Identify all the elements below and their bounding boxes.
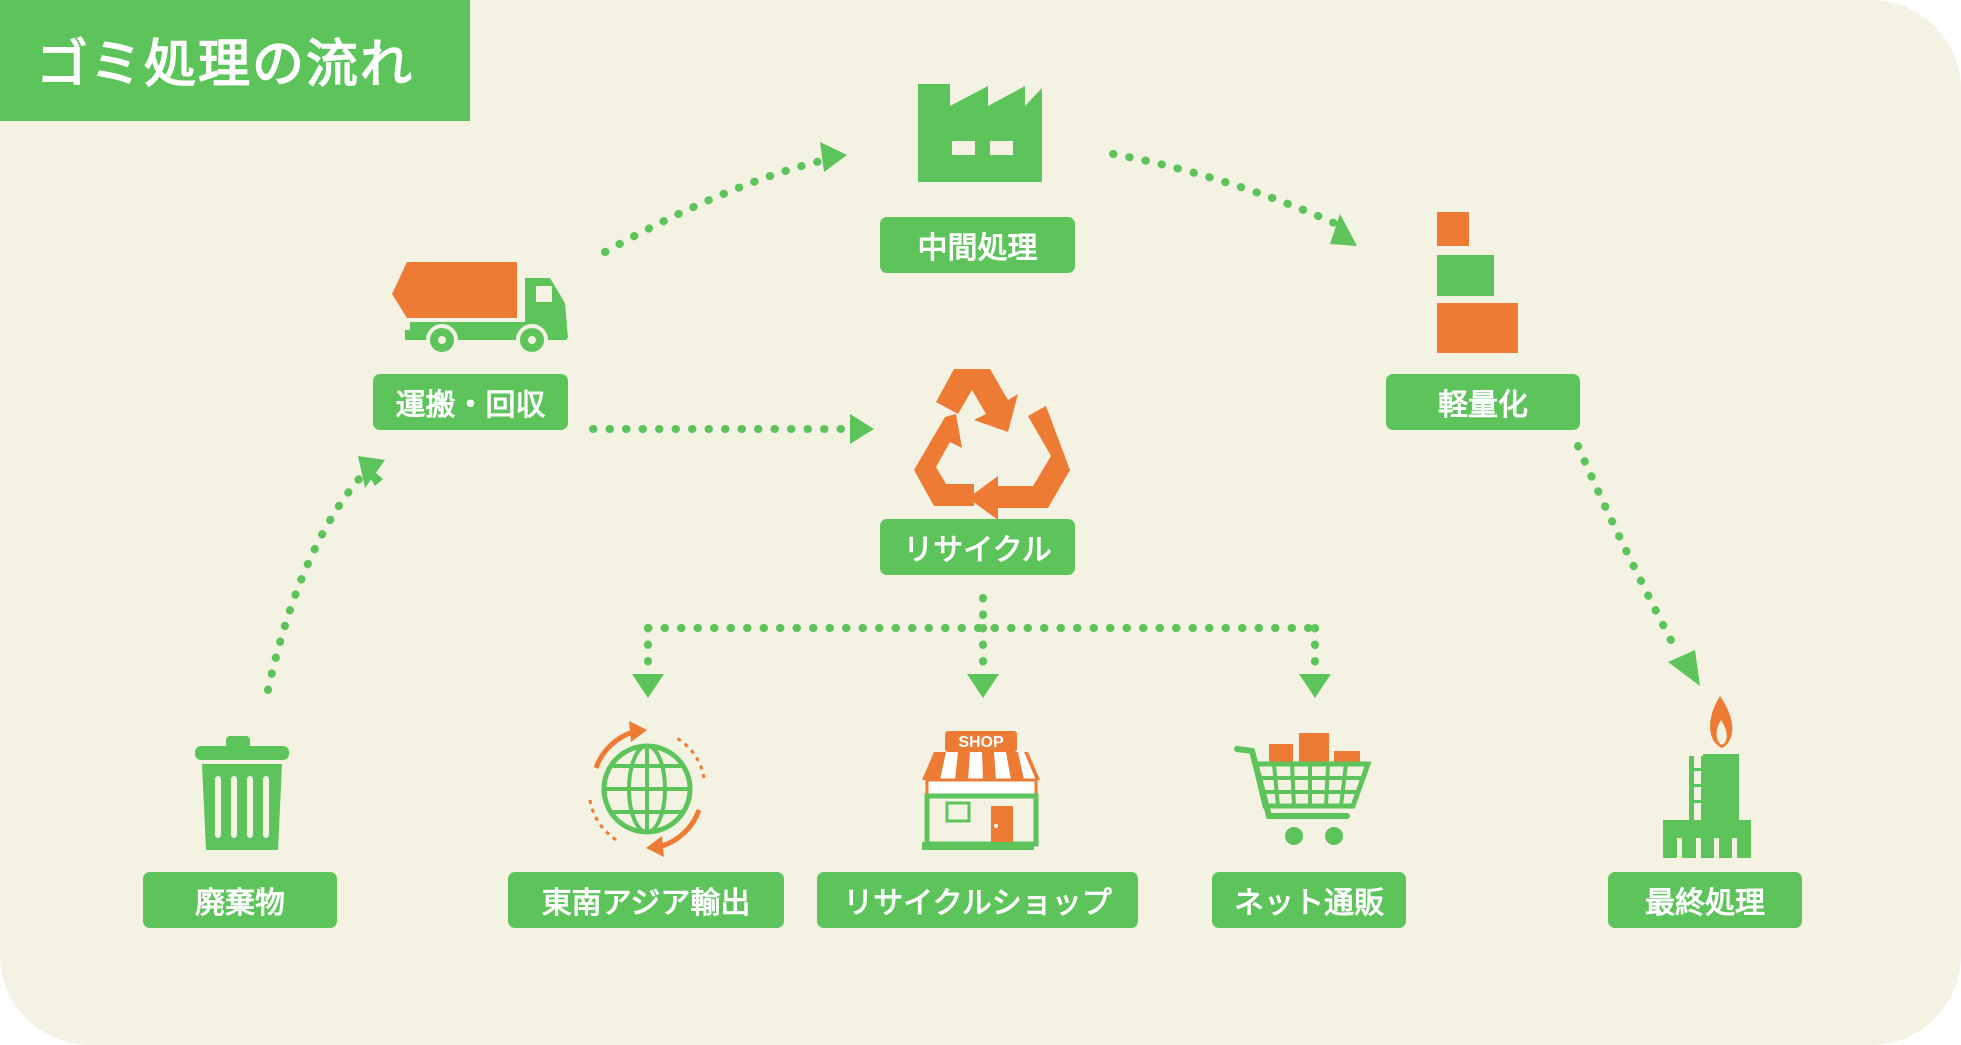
truck-icon	[392, 262, 568, 356]
arrow-intermediate-to-reduction	[1109, 150, 1349, 232]
arrow-heads	[358, 142, 1700, 698]
label-waste: 廃棄物	[143, 872, 337, 928]
label-intermediate: 中間処理	[880, 217, 1075, 273]
arrowhead-to-export	[632, 674, 664, 698]
shopping-cart-icon	[1234, 733, 1372, 845]
arrowhead-to-online	[1299, 674, 1331, 698]
arrowhead-up-left	[358, 456, 385, 488]
incinerator-icon	[1663, 696, 1751, 858]
flow-connectors	[264, 150, 1682, 694]
label-transport: 運搬・回収	[373, 374, 568, 430]
label-reduction: 軽量化	[1386, 374, 1580, 430]
trash-can-icon	[195, 736, 289, 850]
label-final: 最終処理	[1608, 872, 1802, 928]
label-recycle-shop: リサイクルショップ	[817, 872, 1138, 928]
arrowhead-to-reduction	[1330, 214, 1357, 246]
arrow-reduction-to-final	[1574, 442, 1682, 658]
globe-icon	[588, 721, 706, 857]
arrowhead-to-final	[1668, 650, 1700, 686]
arrow-transport-to-intermediate	[601, 156, 829, 256]
label-recycle: リサイクル	[880, 519, 1075, 575]
arrowhead-to-intermediate	[820, 142, 847, 172]
arrow-waste-to-transport	[264, 466, 371, 694]
factory-icon	[918, 84, 1042, 182]
label-online-shopping: ネット通販	[1212, 872, 1406, 928]
stacked-boxes-icon	[1437, 212, 1518, 353]
shop-icon: SHOP	[922, 731, 1040, 850]
shop-sign-text: SHOP	[958, 734, 1004, 751]
recycle-icon	[914, 369, 1070, 520]
title-banner: ゴミ処理の流れ	[0, 0, 470, 121]
arrowhead-to-recycle	[850, 414, 874, 444]
arrowhead-to-shop	[967, 674, 999, 698]
diagram-title: ゴミ処理の流れ	[36, 35, 415, 95]
arrow-recycle-branch-line	[644, 594, 1319, 672]
label-export: 東南アジア輸出	[508, 872, 784, 928]
